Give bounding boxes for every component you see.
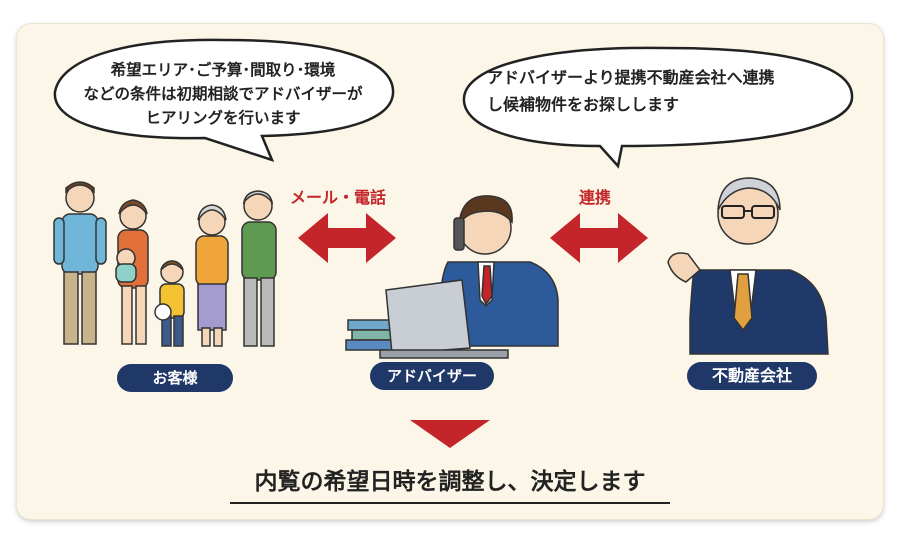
advisor-illustration	[345, 195, 559, 359]
father-figure	[53, 181, 107, 345]
company-illustration	[667, 177, 829, 355]
role-badge-company: 不動産会社	[687, 362, 817, 390]
role-badge-advisor: アドバイザー	[370, 362, 494, 390]
speech-bubble-customer	[53, 38, 395, 163]
grandfather-figure	[241, 190, 277, 347]
role-badge-customer: お客様	[117, 364, 233, 392]
double-arrow-left	[298, 213, 396, 263]
customer-family-illustration	[53, 181, 277, 347]
child-figure	[154, 260, 185, 347]
speech-bubble-advisor	[462, 46, 854, 169]
link-label-coordination: 連携	[579, 188, 612, 207]
down-arrow-icon	[410, 420, 490, 448]
mother-figure	[115, 199, 149, 345]
bubble-text-advisor: アドバイザーより提携不動産会社へ連携 し候補物件をお探しします	[487, 68, 775, 114]
double-arrow-right	[550, 213, 648, 263]
grandmother-figure	[195, 204, 229, 347]
bubble-text-customer: 希望エリア･ご予算･間取り･環境 などの条件は初期相談でアドバイザーが ヒアリン…	[83, 61, 363, 127]
conclusion-text: 内覧の希望日時を調整し、決定します	[230, 462, 670, 504]
link-label-mail-phone: メール・電話	[290, 188, 387, 207]
